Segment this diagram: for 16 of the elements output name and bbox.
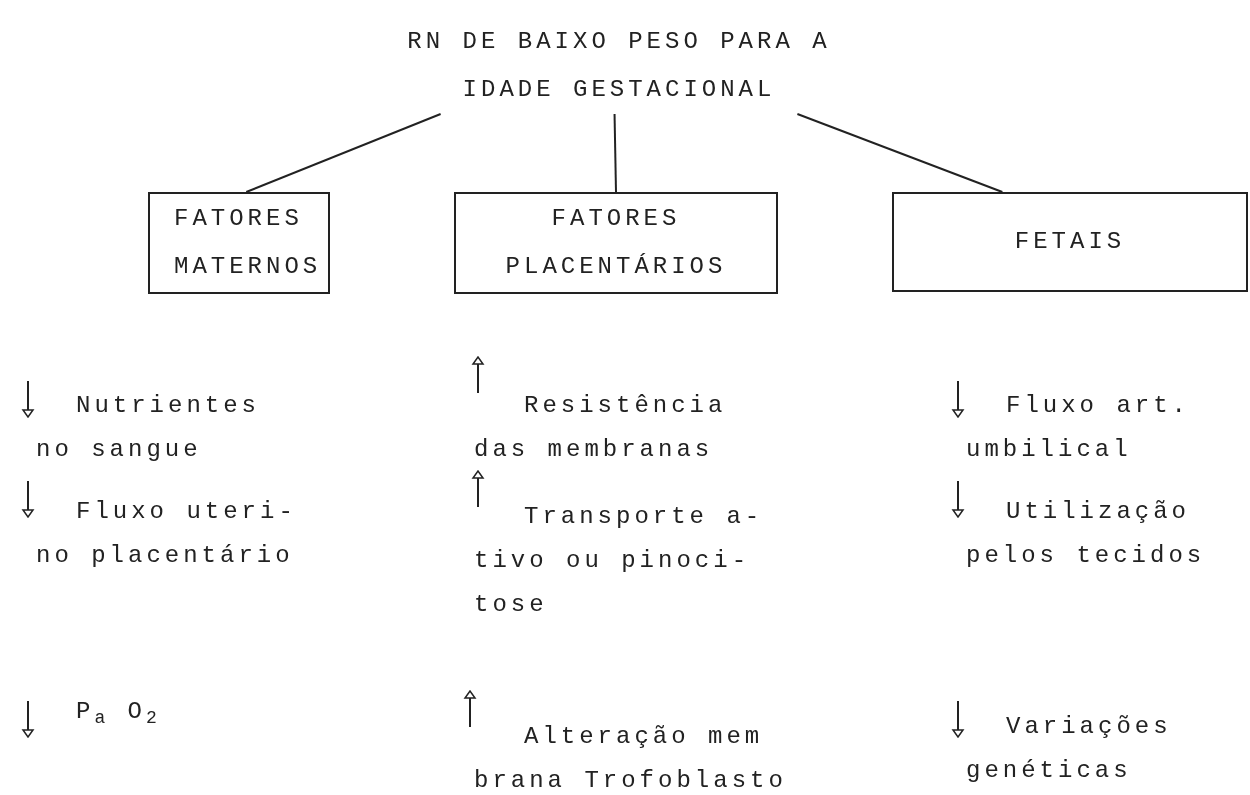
factor-text: Utilização pelos tecidos bbox=[966, 497, 1207, 571]
heading-text: RN DE BAIXO PESO PARA A IDADE GESTACIONAL bbox=[396, 18, 842, 114]
connector-line bbox=[613, 113, 617, 193]
connector-line bbox=[245, 113, 442, 193]
category-box: FATORES PLACENTÁRIOS bbox=[454, 192, 778, 294]
factor-text: Nutrientes no sangue bbox=[36, 391, 262, 465]
category-box: FATORES MATERNOS bbox=[148, 192, 330, 294]
factor-text: Fluxo art. umbilical bbox=[966, 391, 1192, 465]
factor-text: Alteração mem brana Trofoblasto bbox=[474, 722, 788, 795]
factor-text: Variações genéticas bbox=[966, 712, 1173, 786]
connector-line bbox=[796, 113, 1004, 193]
factor-text: P$_{a}$ O$_{2}$ bbox=[75, 697, 162, 730]
factor-text: Resistência das membranas bbox=[474, 391, 728, 465]
factor-text: Transporte a- tivo ou pinoci- tose bbox=[474, 502, 765, 620]
factor-text: Fluxo uteri- no placentário bbox=[36, 497, 298, 571]
category-box: FETAIS bbox=[892, 192, 1248, 292]
